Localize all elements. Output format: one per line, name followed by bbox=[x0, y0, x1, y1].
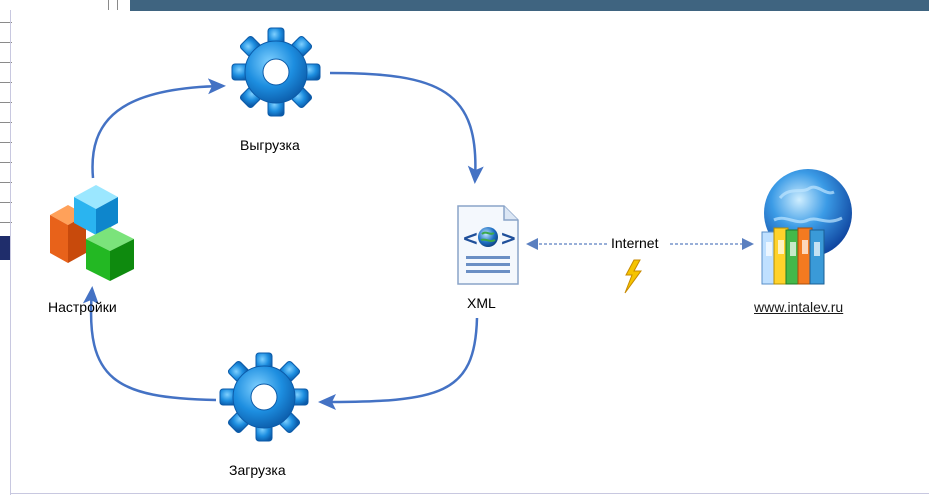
chrome-rule bbox=[0, 222, 12, 223]
chrome-navy-block bbox=[0, 236, 10, 260]
chrome-rule bbox=[0, 182, 12, 183]
arrow-import-to-settings bbox=[82, 286, 217, 402]
website-link[interactable]: www.intalev.ru bbox=[754, 299, 844, 315]
arrow-settings-to-export bbox=[91, 78, 226, 179]
chrome-rule bbox=[0, 102, 12, 103]
chrome-rule bbox=[0, 202, 12, 203]
node-label-export: Выгрузка bbox=[240, 137, 300, 153]
chrome-rule bbox=[0, 62, 12, 63]
chrome-divider bbox=[117, 0, 118, 10]
gear-icon bbox=[219, 352, 309, 442]
globe-folders-icon bbox=[761, 169, 852, 285]
canvas-bottom-border bbox=[10, 493, 929, 494]
arrow-export-to-xml bbox=[329, 71, 484, 184]
gear-icon bbox=[231, 27, 321, 117]
window-title-strip bbox=[130, 0, 929, 11]
lightning-icon bbox=[624, 259, 642, 294]
chrome-rule bbox=[0, 22, 12, 23]
settings-cubes-icon bbox=[50, 185, 134, 281]
canvas-left-border bbox=[10, 10, 11, 495]
chrome-rule bbox=[0, 82, 12, 83]
node-label-import: Загрузка bbox=[229, 462, 286, 478]
svg-text:<: < bbox=[462, 226, 479, 250]
node-label-xml: XML bbox=[467, 295, 496, 311]
svg-text:>: > bbox=[500, 226, 517, 250]
internet-label: Internet bbox=[609, 235, 661, 251]
arrow-xml-to-import bbox=[318, 317, 479, 410]
chrome-rule bbox=[0, 122, 12, 123]
chrome-rule bbox=[0, 142, 12, 143]
chrome-rule bbox=[0, 162, 12, 163]
xml-document-icon: < > bbox=[457, 205, 519, 285]
node-label-settings: Настройки bbox=[48, 299, 117, 315]
chrome-rule bbox=[0, 42, 12, 43]
left-window-chrome bbox=[0, 0, 130, 260]
chrome-divider bbox=[108, 0, 109, 10]
